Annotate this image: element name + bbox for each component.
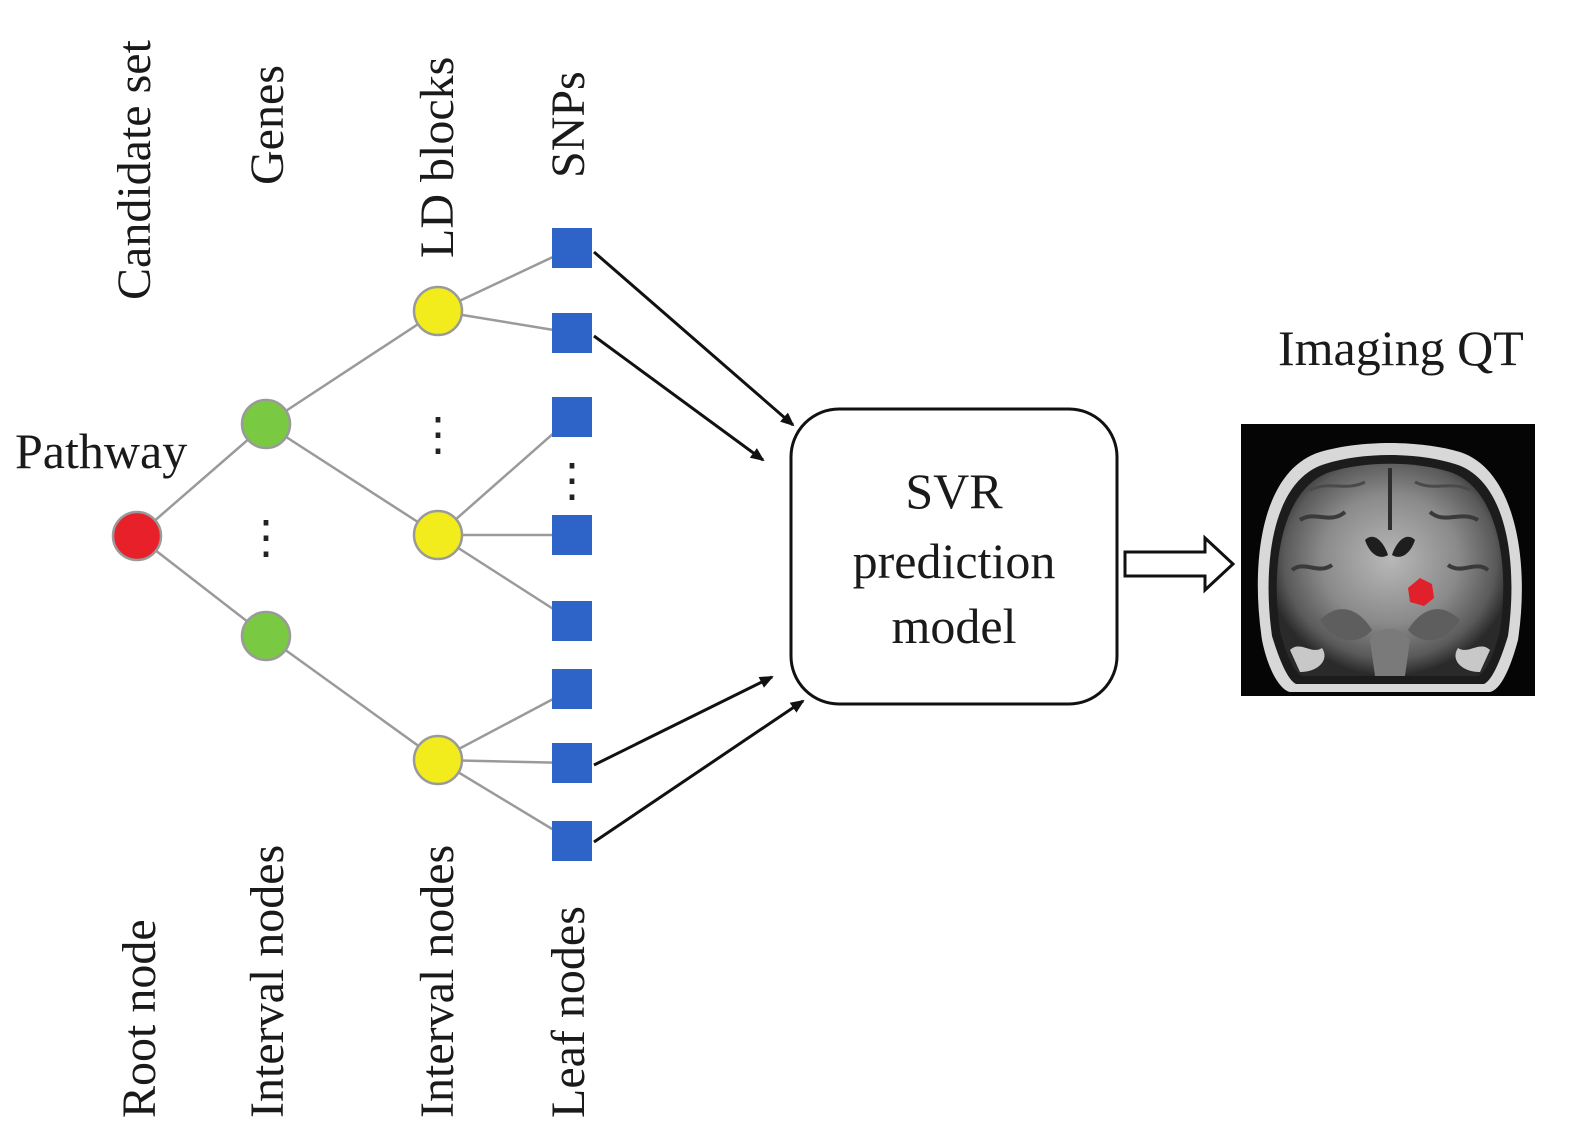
svr-model-box [789, 407, 1119, 706]
snp-node-6 [552, 669, 592, 709]
edge-gene1-ld2 [265, 422, 439, 537]
pathway-label: Pathway [15, 423, 187, 479]
svr-model-line-2: prediction [853, 533, 1056, 589]
ld-block-node-1 [412, 285, 464, 337]
output-arrow [1123, 534, 1236, 594]
arrow-snp2-model [593, 334, 765, 462]
snp-node-2 [552, 313, 592, 353]
ellipsis-snps: ⋮ [549, 455, 595, 506]
highlighted-region [1408, 578, 1434, 606]
arrow-snp7-model [593, 675, 774, 767]
snp-node-1 [552, 228, 592, 268]
edge-root-gene2 [136, 535, 267, 637]
edge-ld2-snp5 [437, 533, 573, 623]
edge-ld2-snp3 [437, 416, 573, 536]
brain-mri-image [1241, 424, 1535, 696]
gene-node-1 [240, 398, 292, 450]
edge-ld3-snp6 [437, 687, 573, 762]
snp-node-3 [552, 397, 592, 437]
arrow-snp8-model [593, 699, 805, 844]
snp-node-5 [552, 601, 592, 641]
edge-root-gene1 [136, 423, 267, 537]
col-label-interval-nodes-1: Interval nodes [241, 845, 294, 1118]
ld-block-node-3 [412, 734, 464, 786]
col-label-interval-nodes-2: Interval nodes [411, 845, 464, 1118]
svr-model-line-1: SVR [905, 463, 1003, 519]
tree-edges [136, 246, 573, 843]
edge-gene1-ld1 [265, 309, 439, 426]
ellipsis-ld-blocks: ⋮ [415, 409, 461, 460]
col-label-ld-blocks: LD blocks [411, 57, 464, 258]
col-label-genes: Genes [241, 65, 294, 185]
snp-node-8 [552, 821, 592, 861]
arrow-snp1-model [593, 250, 795, 427]
gene-node-2 [240, 610, 292, 662]
col-label-leaf-nodes: Leaf nodes [542, 906, 595, 1118]
snp-to-model-arrows [593, 250, 805, 844]
ellipsis-genes: ⋮ [243, 512, 289, 563]
snp-node-7 [552, 743, 592, 783]
col-label-candidate-set: Candidate set [108, 39, 161, 300]
svr-model-line-3: model [892, 598, 1017, 654]
col-label-snps: SNPs [542, 71, 595, 178]
edge-gene2-ld3 [265, 634, 439, 762]
ld-block-node-2 [412, 509, 464, 561]
imaging-qt-label: Imaging QT [1278, 320, 1524, 376]
edge-ld3-snp8 [437, 758, 573, 843]
snp-node-4 [552, 515, 592, 555]
root-node [111, 510, 163, 562]
col-label-root-node: Root node [113, 919, 166, 1118]
